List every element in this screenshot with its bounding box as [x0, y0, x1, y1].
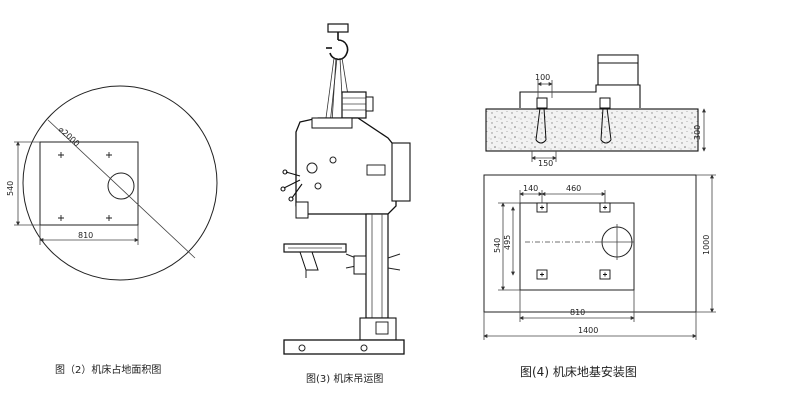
outer-height-label: 540 — [493, 238, 502, 253]
diameter-label: ⌀2000 — [57, 125, 82, 149]
name-plate — [366, 164, 386, 176]
base-bolt-right — [360, 344, 368, 352]
feed-handle — [280, 169, 303, 202]
base-bolt-left — [298, 344, 306, 352]
side-panel — [391, 142, 411, 202]
mounting-holes — [58, 152, 112, 221]
machine-base-plan — [519, 202, 635, 291]
work-table — [283, 243, 401, 278]
machine-footprint — [39, 141, 139, 226]
crane-hook — [326, 23, 349, 61]
height-label: 540 — [6, 181, 15, 196]
diameter-leader — [47, 119, 196, 259]
figure-2-floor-area: ⌀2000 810 540 图（2）机床占地面积图 — [6, 85, 218, 376]
total-width-label: 1400 — [578, 326, 598, 335]
concrete-slab — [485, 108, 699, 152]
bolt-label: 150 — [538, 159, 553, 168]
plan-bolt-holes — [536, 202, 611, 280]
figure-3-lifting: 图(3) 机床吊运图 — [280, 23, 411, 385]
column-circle — [107, 172, 135, 200]
top-dim-label: 100 — [535, 73, 550, 82]
machine-base — [283, 339, 405, 355]
offset-label: 140 — [523, 184, 538, 193]
spindle-housing — [295, 201, 309, 219]
total-height-label: 1000 — [702, 235, 711, 255]
motor — [341, 91, 374, 119]
head-knob-1 — [306, 162, 318, 174]
figure-4-caption: 图(4) 机床地基安装图 — [520, 364, 637, 379]
foundation-outline — [483, 174, 697, 313]
figure-4-foundation: 100 300 150 — [483, 54, 716, 379]
base-width-label: 810 — [570, 308, 585, 317]
bracket-detail — [375, 321, 389, 335]
head-knob-2 — [329, 156, 337, 164]
swing-circle — [22, 85, 218, 281]
figure-3-caption: 图(3) 机床吊运图 — [306, 372, 383, 385]
width-label: 810 — [78, 231, 93, 240]
anchor-bolts — [535, 97, 612, 144]
foundation-elevation: 100 300 150 — [485, 54, 706, 168]
head-top-panel — [311, 117, 353, 129]
span-label: 460 — [566, 184, 581, 193]
head-knob-3 — [314, 182, 322, 190]
depth-label: 300 — [693, 125, 702, 140]
motor-top — [597, 54, 639, 64]
figure-2-caption: 图（2）机床占地面积图 — [55, 363, 161, 376]
inner-height-label: 495 — [503, 235, 512, 250]
column — [365, 213, 389, 319]
foundation-plan: 140 460 540 495 810 1400 1000 — [483, 174, 716, 340]
